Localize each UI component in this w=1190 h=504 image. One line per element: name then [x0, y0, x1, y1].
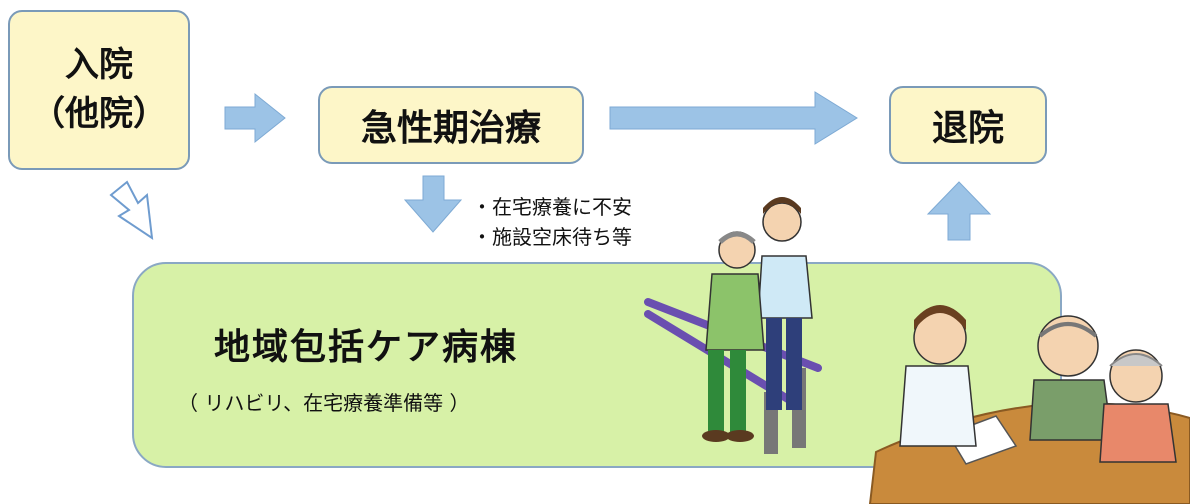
acute-care-box: 急性期治療	[318, 86, 584, 164]
transfer-reasons: ・在宅療養に不安 ・施設空床待ち等	[472, 192, 632, 252]
admission-label-line1: 入院	[65, 44, 133, 85]
arrow-acute-to-discharge	[609, 91, 858, 145]
ward-title: 地域包括ケア病棟	[214, 327, 519, 368]
arrow-admission-to-ward	[109, 180, 154, 241]
transfer-reason-item: ・施設空床待ち等	[472, 225, 632, 249]
discharge-box: 退院	[889, 86, 1047, 164]
admission-label-line2: （他院）	[31, 94, 167, 134]
arrow-ward-to-discharge	[926, 181, 992, 241]
ward-subtitle: （ リハビリ、在宅療養準備等 ）	[178, 391, 470, 415]
acute-care-label: 急性期治療	[360, 108, 541, 149]
admission-box: 入院 （他院）	[8, 10, 190, 170]
arrow-admission-to-acute	[224, 92, 286, 144]
discharge-label: 退院	[931, 108, 1004, 149]
community-care-ward-panel	[132, 262, 1062, 468]
consultation-illustration	[868, 305, 1190, 504]
transfer-reason-item: ・在宅療養に不安	[472, 195, 632, 219]
arrow-acute-to-ward	[403, 175, 463, 233]
rehab-walking-illustration	[644, 197, 822, 454]
